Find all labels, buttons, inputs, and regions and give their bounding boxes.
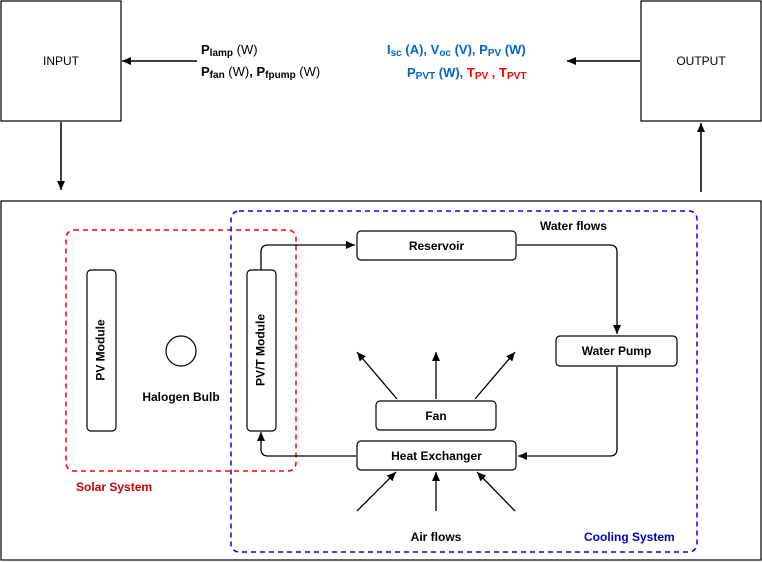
cooling-system-boundary xyxy=(230,210,698,553)
cooling-system-label: Cooling System xyxy=(584,530,675,544)
reservoir-block: Reservoir xyxy=(356,230,517,261)
solar-system-label: Solar System xyxy=(76,480,152,494)
halogen-bulb-icon xyxy=(165,335,197,367)
fan-label: Fan xyxy=(425,409,446,423)
output-label: OUTPUT xyxy=(676,54,726,68)
fan-air-arrow-right xyxy=(474,351,516,400)
input-params-line1: Plamp (W) xyxy=(201,42,258,59)
air-flows-label: Air flows xyxy=(411,530,462,544)
heat-exchanger-block: Heat Exchanger xyxy=(356,440,517,471)
exchanger-to-pvt-arrow xyxy=(257,432,356,457)
system-container xyxy=(0,200,762,561)
water-pump-label: Water Pump xyxy=(582,344,652,358)
input-params-line2: Pfan (W), Pfpump (W) xyxy=(201,64,320,81)
air-in-arrow-left xyxy=(356,471,397,512)
water-pump-block: Water Pump xyxy=(555,335,678,367)
heat-exchanger-label: Heat Exchanger xyxy=(391,449,482,463)
pump-to-exchanger-arrow xyxy=(518,367,618,460)
solar-system-boundary xyxy=(65,229,297,472)
pv-module: PV Module xyxy=(86,269,117,432)
fan-block: Fan xyxy=(375,400,497,431)
input-label: INPUT xyxy=(43,54,80,68)
air-in-arrow-right xyxy=(476,471,516,512)
output-params-line2: PPVT (W), TPV , TPVT xyxy=(407,65,526,82)
reservoir-label: Reservoir xyxy=(409,239,465,253)
pv-module-label: PV Module xyxy=(94,319,108,381)
pvt-module-label: PV/T Module xyxy=(254,314,268,386)
output-params-line1: Isc (A), Voc (V), PPV (W) xyxy=(387,42,526,59)
halogen-bulb-label: Halogen Bulb xyxy=(142,390,219,404)
reservoir-to-pump-arrow xyxy=(517,244,621,334)
water-flows-label: Water flows xyxy=(540,219,607,233)
pvt-to-reservoir-arrow xyxy=(260,241,355,270)
input-block: INPUT xyxy=(0,0,122,122)
output-block: OUTPUT xyxy=(640,0,762,122)
fan-air-arrow-left xyxy=(356,351,398,400)
pvt-module: PV/T Module xyxy=(246,269,277,432)
